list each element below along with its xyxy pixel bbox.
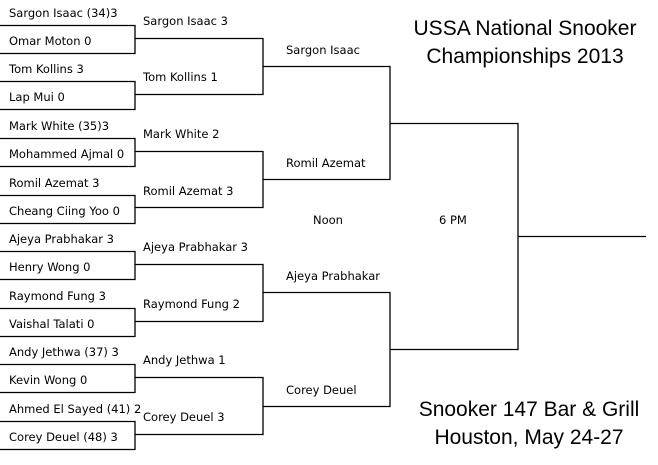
noon-time-label: Noon [313, 213, 343, 227]
round1-player: Raymond Fung 3 [9, 289, 106, 303]
round2-player: Tom Kollins 1 [143, 70, 218, 84]
round1-player: Mohammed Ajmal 0 [9, 147, 125, 161]
round1-player: Andy Jethwa (37) 3 [9, 345, 119, 359]
round2-player: Romil Azemat 3 [143, 184, 234, 198]
round1-player: Vaishal Talati 0 [9, 317, 95, 331]
round1-player: Mark White (35)3 [9, 119, 110, 133]
event-title-line2: Championships 2013 [426, 45, 624, 68]
bracket-connector [0, 194, 136, 225]
bracket-connector [0, 363, 136, 394]
round1-player: Cheang Ciing Yoo 0 [9, 204, 120, 218]
bracket-connector [0, 420, 136, 451]
round3-player: Ajeya Prabhakar [286, 269, 381, 283]
event-title-line1: USSA National Snooker [413, 17, 637, 40]
round2-player: Ajeya Prabhakar 3 [143, 240, 248, 254]
round1-player: Ajeya Prabhakar 3 [9, 232, 114, 246]
round1-player: Kevin Wong 0 [9, 373, 88, 387]
round1-player: Sargon Isaac (34)3 [9, 6, 118, 20]
venue-line1: Snooker 147 Bar & Grill [418, 398, 640, 421]
round1-player: Corey Deuel (48) 3 [9, 430, 118, 444]
bracket-connector [135, 376, 264, 436]
bracket-connector [0, 250, 136, 281]
round3-player: Corey Deuel [286, 383, 357, 397]
bracket-connector [0, 24, 136, 55]
round2-player: Mark White 2 [143, 127, 220, 141]
round2-player: Corey Deuel 3 [143, 410, 225, 424]
round2-player: Sargon Isaac 3 [143, 14, 228, 28]
round2-player: Raymond Fung 2 [143, 297, 240, 311]
round1-player: Lap Mui 0 [9, 90, 65, 104]
round2-player: Andy Jethwa 1 [143, 353, 226, 367]
bracket-connector [135, 37, 264, 96]
round1-player: Romil Azemat 3 [9, 176, 100, 190]
bracket-connector [0, 307, 136, 338]
bracket-connector [390, 122, 519, 351]
evening-time-label: 6 PM [439, 213, 467, 227]
bracket-connector [135, 150, 264, 209]
round1-player: Ahmed El Sayed (41) 2 [9, 402, 142, 416]
bracket-connector [0, 80, 136, 111]
round1-player: Omar Moton 0 [9, 34, 92, 48]
round3-player: Romil Azemat [286, 156, 366, 170]
round1-player: Tom Kollins 3 [9, 62, 84, 76]
venue-line2: Houston, May 24-27 [434, 426, 624, 449]
bracket-connector [135, 263, 264, 323]
bracket-connector [0, 137, 136, 168]
round3-player: Sargon Isaac [286, 43, 360, 57]
round1-player: Henry Wong 0 [9, 260, 91, 274]
